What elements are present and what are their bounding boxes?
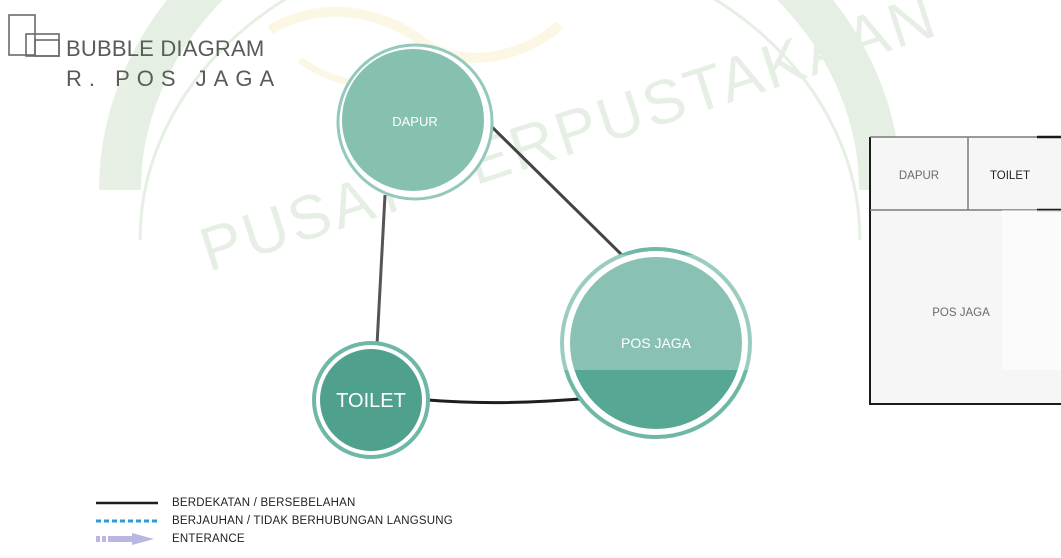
connection-dapur-pos-jaga [490, 125, 629, 262]
connection-dapur-toilet [375, 194, 387, 346]
watermark-text: PUSAT PERPUSTAKAAN [192, 0, 946, 285]
legend-item-solid: BERDEKATAN / BERSEBELAHAN [96, 494, 453, 512]
layout-icon [8, 14, 60, 57]
entrance-arrow-icon [96, 533, 154, 545]
watermark: PUSAT PERPUSTAKAAN [99, 0, 946, 285]
diagram-title: BUBBLE DIAGRAM [66, 36, 265, 61]
diagram-subtitle: R. POS JAGA [66, 66, 282, 91]
plan-room-toilet: TOILET [990, 170, 1030, 182]
bubble-label: POS JAGA [621, 335, 692, 351]
dashed-line-icon [96, 519, 158, 523]
legend-item-entrance: ENTERANCE [96, 530, 453, 548]
solid-line-icon [96, 501, 158, 505]
bubble-dapur[interactable]: DAPUR [336, 43, 494, 201]
plan-room-pos-jaga: POS JAGA [932, 307, 990, 319]
floor-plan: DAPUR TOILET POS JAGA [869, 135, 1061, 405]
connection-toilet-pos-jaga [427, 396, 593, 405]
bubble-label: DAPUR [392, 114, 438, 129]
legend-label: BERDEKATAN / BERSEBELAHAN [172, 497, 356, 509]
legend-item-dashed: BERJAUHAN / TIDAK BERHUBUNGAN LANGSUNG [96, 512, 453, 530]
bubble-toilet[interactable]: TOILET [312, 341, 430, 459]
bubble-label: TOILET [336, 390, 406, 412]
bubble-pos-jaga[interactable]: POS JAGA [560, 247, 752, 439]
plan-room-dapur: DAPUR [899, 170, 939, 182]
legend: BERDEKATAN / BERSEBELAHAN BERJAUHAN / TI… [96, 494, 453, 548]
legend-label: BERJAUHAN / TIDAK BERHUBUNGAN LANGSUNG [172, 515, 453, 527]
legend-label: ENTERANCE [172, 533, 245, 545]
